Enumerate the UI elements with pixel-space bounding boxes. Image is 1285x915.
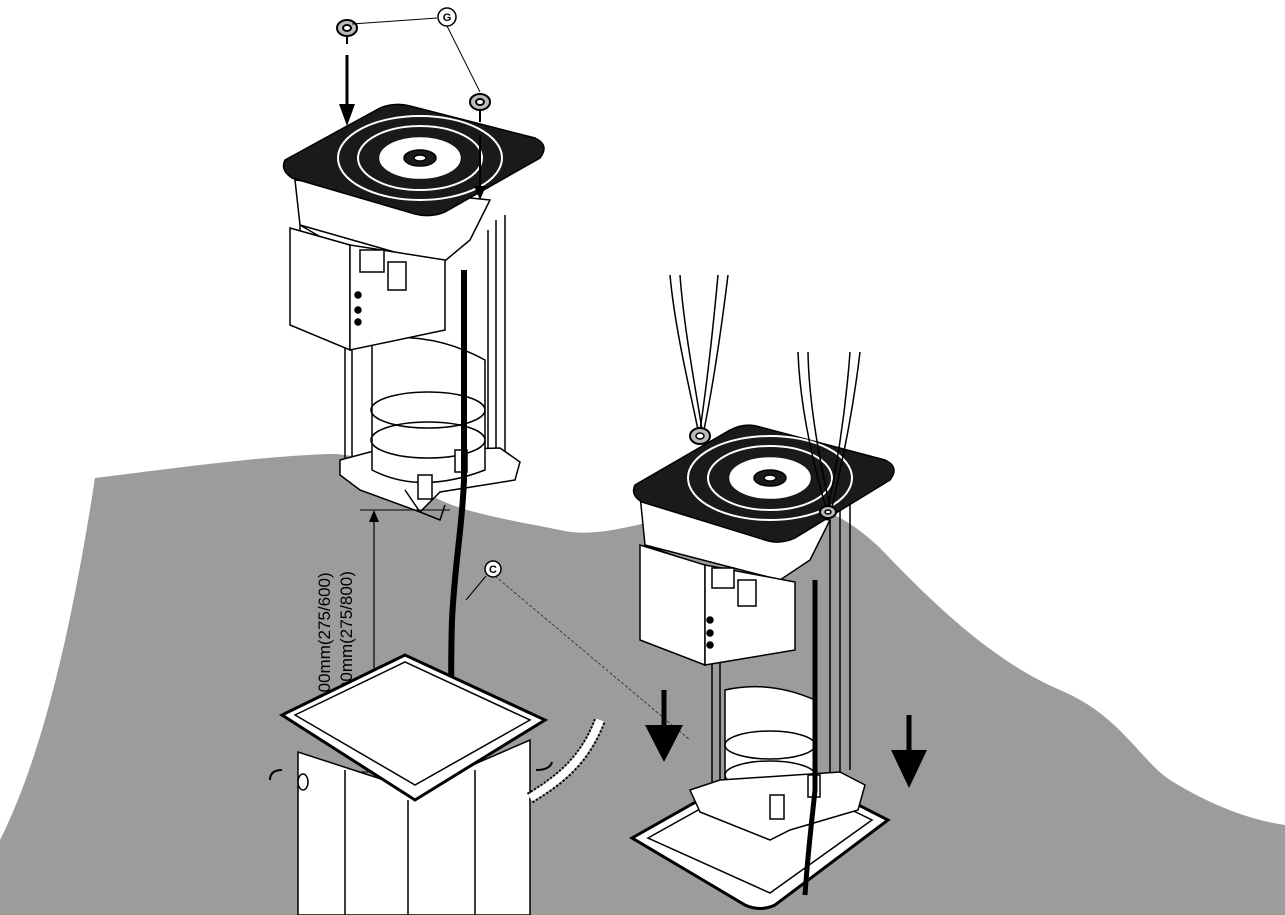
dimension-line-2: 1500mm(275/800)	[337, 571, 356, 710]
callout-c-label: C	[489, 564, 497, 576]
lifting-sling-icon	[669, 274, 729, 445]
eye-bolt-icon	[469, 93, 491, 122]
dimension-line-1: 1100mm(275/600)	[315, 572, 334, 710]
callout-g: G	[351, 7, 481, 93]
down-arrow-icon	[891, 715, 927, 788]
down-arrow-icon	[474, 135, 486, 200]
pit-shaft	[269, 653, 553, 915]
callout-c: C	[465, 560, 691, 741]
right-drain-hose	[802, 580, 818, 896]
lifting-sling-icon	[797, 351, 861, 519]
down-arrow-icon	[339, 55, 355, 126]
callout-g-label: G	[443, 12, 452, 24]
down-arrow-icon	[645, 690, 683, 762]
